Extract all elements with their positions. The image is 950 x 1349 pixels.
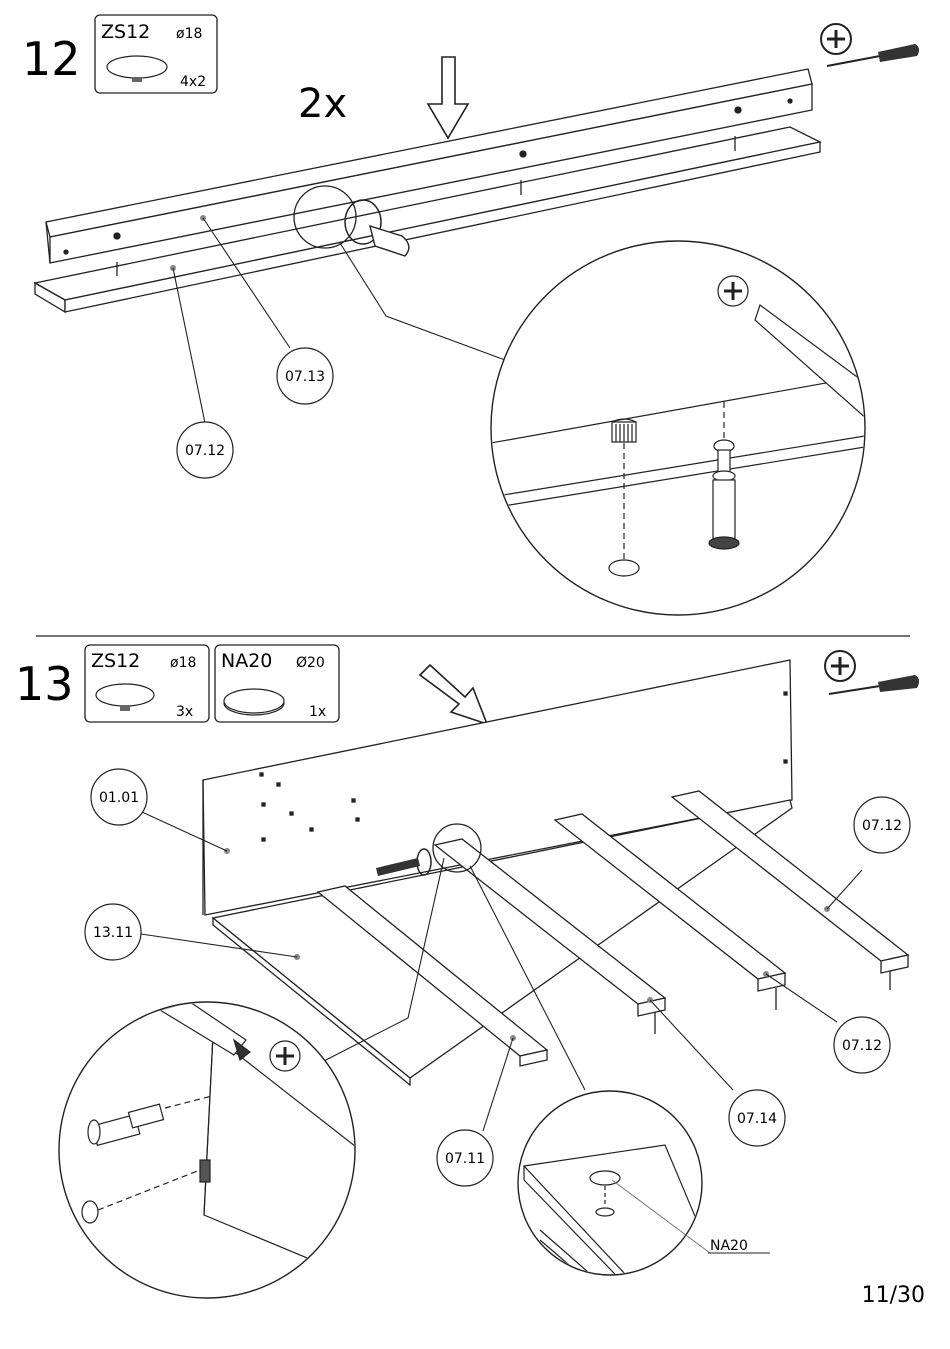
step-12-part-box-zs12: ZS12 ø18 4x2 <box>95 15 217 93</box>
label-07-12: 07.12 <box>177 422 233 478</box>
svg-text:07.11: 07.11 <box>445 1151 485 1167</box>
page-number: 11/30 <box>862 1283 925 1308</box>
part-quantity: 4x2 <box>180 74 206 90</box>
svg-text:07.13: 07.13 <box>285 369 325 385</box>
direction-arrow <box>420 665 487 724</box>
svg-text:07.12: 07.12 <box>862 818 902 834</box>
label-07-13: 07.13 <box>277 348 333 404</box>
svg-text:Ø20: Ø20 <box>296 655 325 671</box>
callout-na20: NA20 <box>710 1238 748 1254</box>
label-07-12-bottom: 07.12 <box>834 1017 890 1073</box>
part-code: ZS12 <box>101 21 150 43</box>
screwdriver-plus-icon <box>825 651 919 694</box>
svg-text:07.12: 07.12 <box>842 1038 882 1054</box>
cap-disc-icon <box>224 689 284 715</box>
label-07-11: 07.11 <box>437 1130 493 1186</box>
step-12: 12 ZS12 ø18 4x2 2x <box>22 15 919 615</box>
svg-text:07.14: 07.14 <box>737 1111 777 1127</box>
svg-text:07.12: 07.12 <box>185 443 225 459</box>
direction-arrow <box>428 57 468 138</box>
svg-text:ø18: ø18 <box>170 655 196 671</box>
step-13-number: 13 <box>15 657 74 711</box>
step-12-multiplier: 2x <box>298 81 347 127</box>
label-01-01: 01.01 <box>91 769 147 825</box>
step-12-number: 12 <box>22 32 81 86</box>
svg-text:ZS12: ZS12 <box>91 650 140 672</box>
detail-magnifier-connector <box>59 1002 360 1298</box>
svg-text:3x: 3x <box>176 704 193 720</box>
svg-text:01.01: 01.01 <box>99 790 139 806</box>
step-13-part-box-na20: NA20 Ø20 1x <box>215 645 339 722</box>
svg-text:1x: 1x <box>309 704 326 720</box>
step-13-part-box-zs12: ZS12 ø18 3x <box>85 645 209 722</box>
screwdriver-plus-icon <box>821 24 919 66</box>
label-07-12-top: 07.12 <box>854 797 910 853</box>
label-13-11: 13.11 <box>85 904 141 960</box>
detail-magnifier-step12 <box>491 241 868 615</box>
svg-text:13.11: 13.11 <box>93 925 133 941</box>
step-13: 13 ZS12 ø18 3x NA20 Ø20 1x <box>15 645 919 1300</box>
label-07-14: 07.14 <box>729 1090 785 1146</box>
svg-text:NA20: NA20 <box>221 650 272 672</box>
part-diameter: ø18 <box>176 26 202 42</box>
